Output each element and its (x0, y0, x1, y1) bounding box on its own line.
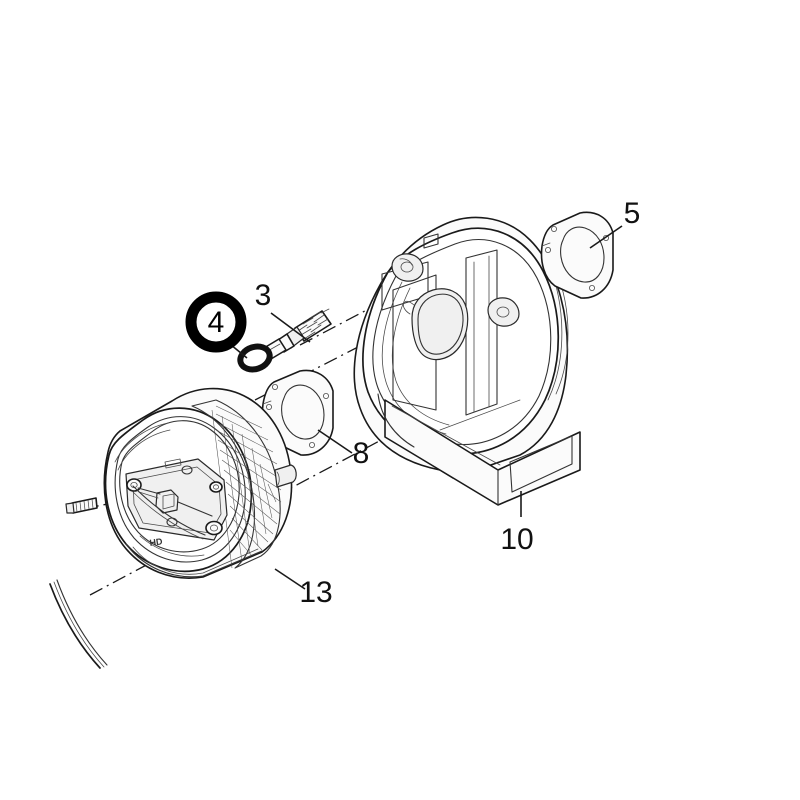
gasket-inner-bolt-hole-2 (265, 403, 272, 410)
small-screw-head (65, 502, 75, 514)
cover-brace-rod-shadow (138, 491, 159, 499)
gasket-outer-bolt-hole-4 (589, 284, 596, 291)
cover-hd-logo: HD (149, 536, 164, 548)
cover-brace-rod (137, 487, 161, 495)
cover-side-depth-2 (132, 546, 259, 575)
gasket-outer-notch (541, 242, 551, 247)
cover-top-ridge (114, 422, 169, 463)
backplate-interior-curve-2 (391, 287, 450, 426)
hose-outer-curve (49, 583, 101, 669)
gasket-outer-hole (560, 226, 605, 283)
cover-bottom-lip (139, 535, 205, 557)
part-o-ring[interactable] (237, 343, 273, 373)
cover-brace-rod-2 (177, 501, 213, 517)
backplate-scoop-crease (439, 399, 521, 431)
cover-nipple-edge (276, 471, 280, 487)
callout-10-label[interactable]: 10 (500, 523, 533, 556)
gasket-inner-notch (262, 400, 272, 405)
part-cover[interactable]: HD (103, 387, 297, 579)
backplate-inner-rim (372, 239, 552, 445)
cover-retaining-strap (132, 485, 206, 536)
cover-retaining-strap-2 (131, 490, 204, 540)
gasket-outer-bolt-hole-1 (551, 225, 558, 232)
part-hose-fragment (49, 579, 108, 669)
gasket-inner-bolt-hole-3 (322, 392, 329, 399)
callout-4-highlight-ring[interactable] (185, 291, 247, 353)
gasket-outer-bolt-hole-2 (545, 246, 552, 253)
gasket-inner-bolt-hole-1 (271, 383, 278, 390)
cover-top-ridge-2 (117, 429, 171, 471)
cover-filter-mesh (191, 399, 282, 569)
backplate-scoop-lip (391, 405, 501, 466)
backplate-top-tab (423, 233, 439, 249)
callout-5-label[interactable]: 5 (624, 197, 641, 230)
part-gasket-outer[interactable] (540, 211, 614, 299)
callout-4-label[interactable]: 4 (208, 306, 225, 339)
part-small-screw[interactable] (65, 497, 98, 514)
cover-bracket-eyelets (126, 465, 223, 536)
cover-interior-opening (119, 420, 240, 553)
backplate-bottom-wall (377, 393, 415, 448)
gasket-inner-hole (281, 384, 325, 440)
callout-13-label[interactable]: 13 (299, 576, 332, 609)
o-ring-body (237, 343, 273, 373)
backplate-scoop-face (509, 435, 573, 493)
backplate-divider-wall (465, 249, 498, 416)
part-bolt[interactable] (263, 308, 332, 360)
hose-center-curve (53, 581, 105, 668)
hose-inner-curve (56, 579, 108, 666)
leader-3 (270, 312, 311, 343)
backplate-boss-right (487, 297, 520, 327)
callout-labels: 5 3 4 8 10 13 (208, 197, 641, 609)
leader-5 (589, 225, 623, 249)
backplate-boss-top (391, 253, 424, 282)
cover-bracket-tab (164, 458, 182, 469)
backplate-carb-opening (402, 288, 469, 361)
callout-3-label[interactable]: 3 (255, 279, 272, 312)
leader-8 (317, 429, 353, 454)
small-screw-threads (75, 498, 94, 513)
callout-8-label[interactable]: 8 (353, 437, 370, 470)
cover-side-depth (125, 543, 263, 578)
leader-13 (274, 568, 306, 590)
gasket-inner-bolt-hole-4 (308, 441, 315, 448)
cover-inner-rim (114, 416, 246, 563)
part-backing-plate[interactable] (353, 216, 581, 506)
cover-breather-nipple (274, 464, 297, 488)
backplate-left-panel (392, 274, 437, 411)
